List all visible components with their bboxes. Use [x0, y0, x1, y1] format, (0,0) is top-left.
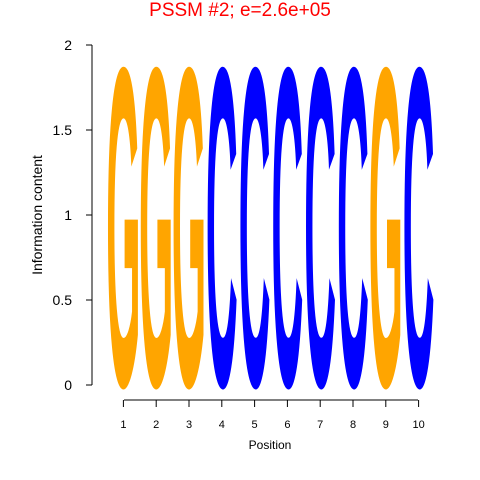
logo-letter-G: G [106, 0, 140, 480]
logo-letter-G: G [139, 0, 173, 480]
x-tick-label: 1 [120, 419, 126, 431]
x-tick-label: 5 [252, 419, 258, 431]
logo-letter-C: C [206, 0, 238, 480]
x-tick-label: 6 [284, 419, 290, 431]
chart-title: PSSM #2; e=2.6e+05 [149, 0, 331, 21]
logo-letter-C: C [239, 0, 271, 480]
x-tick-label: 3 [186, 419, 192, 431]
x-tick-label: 2 [153, 419, 159, 431]
y-tick-label: 2 [64, 37, 72, 53]
logo-letter-C: C [337, 0, 369, 480]
x-tick-label: 4 [219, 419, 225, 431]
x-axis-ticks: 1 2 3 4 5 6 7 8 9 10 [120, 400, 425, 431]
y-tick-label: 0.5 [53, 292, 73, 308]
x-axis-label: Position [249, 438, 292, 452]
logo-letter-C: C [403, 0, 435, 480]
y-tick-label: 1 [64, 207, 72, 223]
y-axis-ticks: 0 0.5 1 1.5 2 [53, 37, 92, 393]
y-tick-label: 1.5 [53, 122, 73, 138]
logo-letter-G: G [172, 0, 206, 480]
x-tick-label: 8 [350, 419, 356, 431]
logo-letter-G: G [369, 0, 403, 480]
y-tick-label: 0 [64, 377, 72, 393]
logo-letter-C: C [304, 0, 336, 480]
x-tick-label: 9 [383, 419, 389, 431]
logo-letter-C: C [271, 0, 303, 480]
x-tick-label: 10 [412, 419, 424, 431]
y-axis-label: Information content [29, 155, 45, 275]
x-tick-label: 7 [317, 419, 323, 431]
